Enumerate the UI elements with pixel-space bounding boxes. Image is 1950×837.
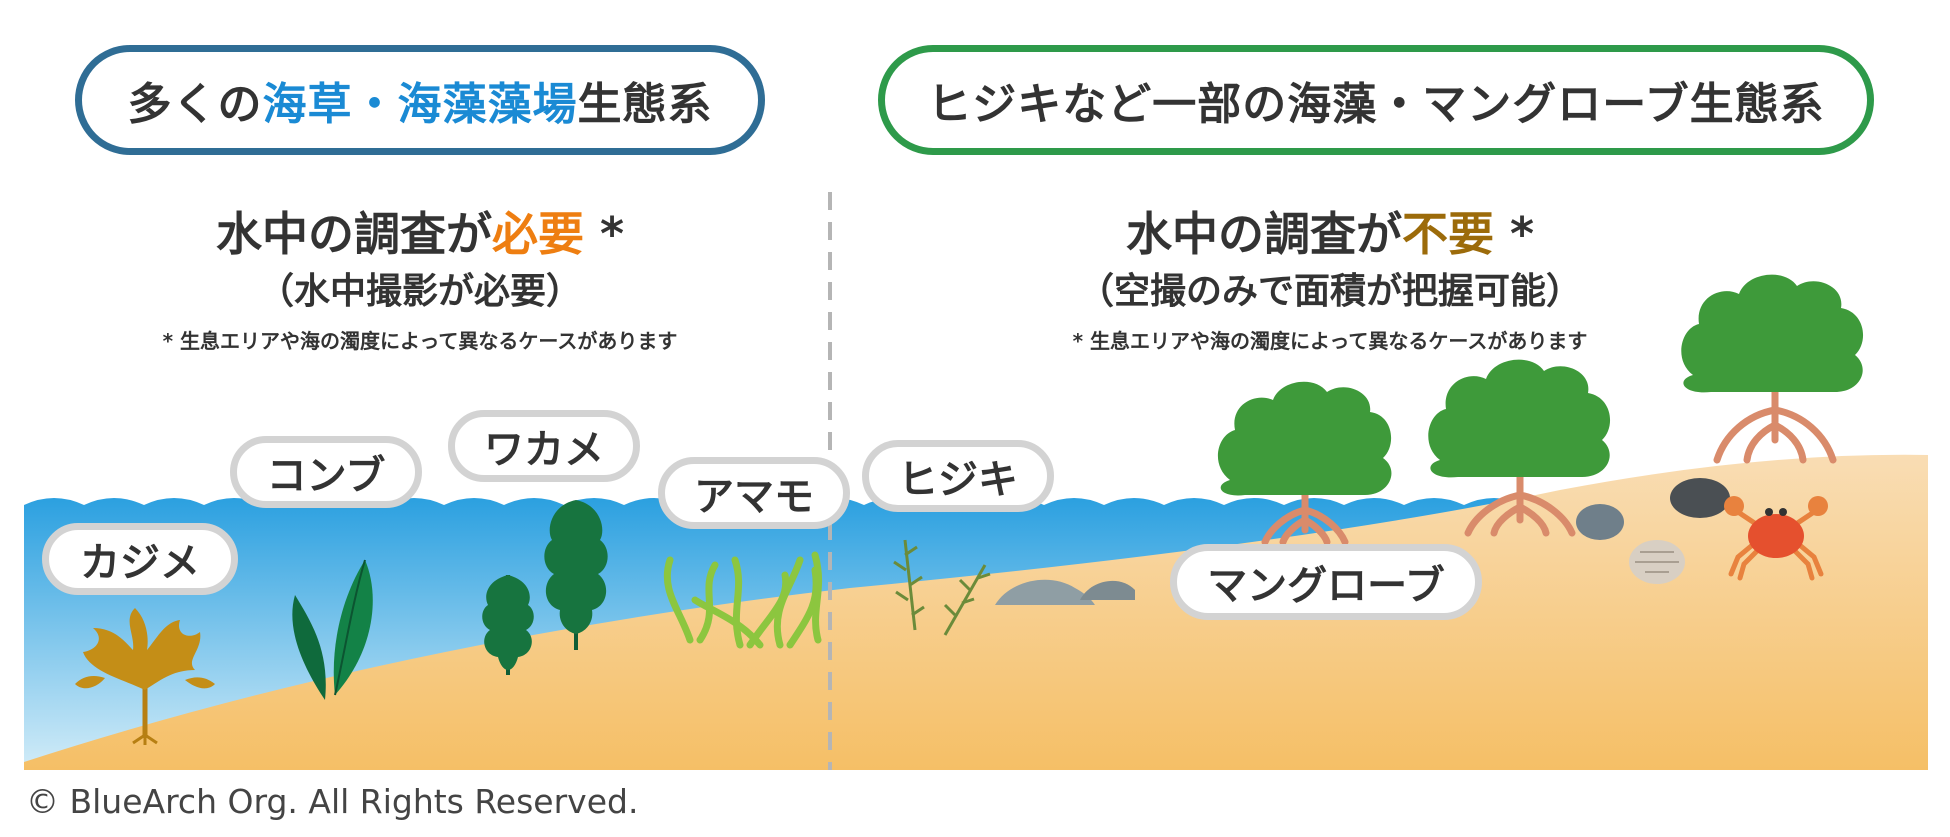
label-kajime: カジメ bbox=[42, 523, 238, 595]
copyright-notice: © BlueArch Org. All Rights Reserved. bbox=[26, 782, 639, 821]
konbu-kelp-icon bbox=[292, 559, 373, 700]
right-survey-note: * 生息エリアや海の濁度によって異なるケースがあります bbox=[1072, 329, 1588, 353]
kajime-seaweed-icon bbox=[75, 608, 215, 745]
wakame-seaweed-icon bbox=[482, 575, 534, 675]
right-ecosystem-header: ヒジキなど一部の海藻・マングローブ生態系 bbox=[878, 45, 1874, 155]
left-survey-note: * 生息エリアや海の濁度によって異なるケースがあります bbox=[162, 329, 678, 353]
left-survey-subline: （水中撮影が必要） bbox=[257, 271, 582, 312]
right-survey-subline: （空撮のみで面積が把握可能） bbox=[1077, 271, 1582, 312]
label-konbu: コンブ bbox=[230, 436, 422, 508]
right-headline-main: 水中の調査が bbox=[1125, 207, 1402, 261]
left-survey-headline: 水中の調査が必要 * bbox=[80, 198, 760, 264]
left-header-suffix: 生態系 bbox=[577, 79, 713, 130]
crab-icon bbox=[1724, 496, 1828, 581]
label-amamo: アマモ bbox=[658, 457, 850, 529]
mangrove-tree-icon bbox=[1428, 359, 1611, 537]
right-header-text: ヒジキなど一部の海藻・マングローブ生態系 bbox=[927, 79, 1825, 130]
left-headline-emphasis: 必要 bbox=[491, 207, 584, 261]
mangrove-tree-icon bbox=[1681, 274, 1864, 464]
wakame-seaweed-icon bbox=[544, 500, 608, 650]
label-wakame: ワカメ bbox=[448, 410, 640, 482]
sandy-seabed bbox=[24, 454, 1928, 770]
clam-icon bbox=[1576, 478, 1730, 584]
hijiki-seaweed-icon bbox=[893, 539, 991, 636]
right-headline-mark: * bbox=[1493, 207, 1535, 261]
amamo-seagrass-icon bbox=[663, 551, 823, 649]
left-ecosystem-header: 多くの海草・海藻藻場生態系 bbox=[75, 45, 765, 155]
left-header-prefix: 多くの bbox=[127, 79, 263, 130]
label-hijiki: ヒジキ bbox=[862, 440, 1054, 512]
right-survey-headline: 水中の調査が不要 * bbox=[930, 198, 1730, 264]
left-headline-mark: * bbox=[583, 207, 625, 261]
left-header-highlight: 海草・海藻藻場 bbox=[262, 79, 578, 130]
right-headline-emphasis: 不要 bbox=[1401, 207, 1494, 261]
rock-icon bbox=[995, 579, 1135, 605]
left-headline-main: 水中の調査が bbox=[215, 207, 492, 261]
mangrove-tree-icon bbox=[1217, 381, 1392, 546]
label-mangrove: マングローブ bbox=[1170, 544, 1482, 620]
